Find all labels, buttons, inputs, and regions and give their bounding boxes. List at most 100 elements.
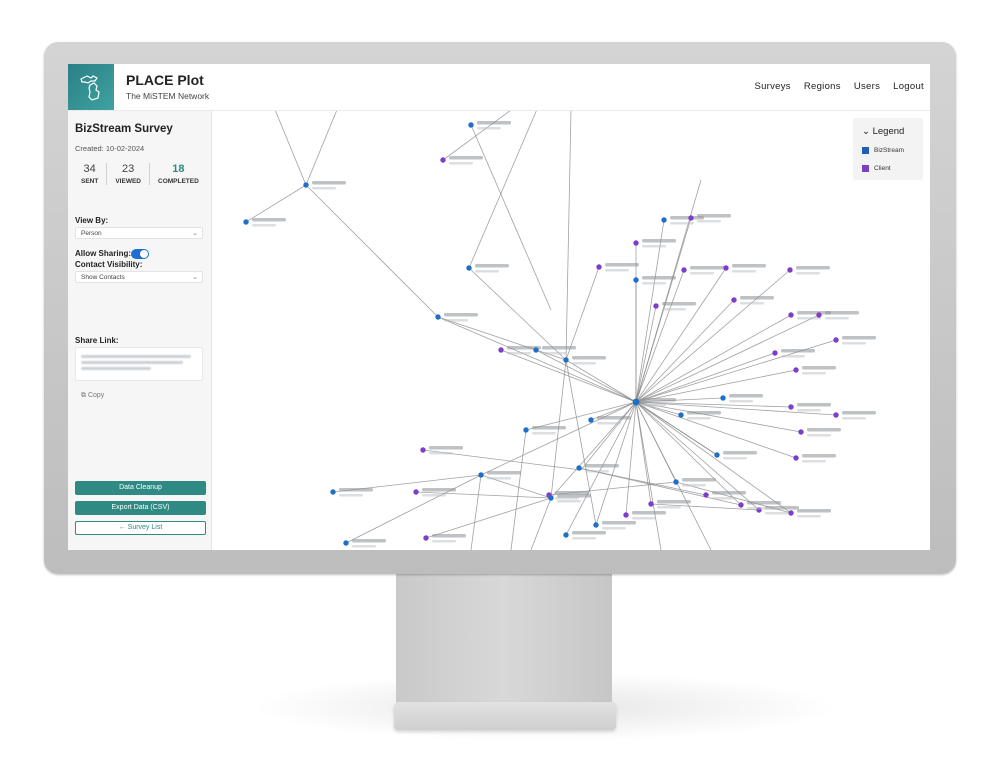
client-node[interactable] (703, 491, 746, 500)
client-node[interactable] (723, 264, 766, 273)
bizstream-node[interactable] (720, 394, 763, 403)
blurred-node-label (781, 349, 815, 353)
bizstream-node[interactable] (435, 313, 478, 322)
nav-regions[interactable]: Regions (803, 81, 841, 92)
client-node[interactable] (731, 296, 774, 305)
survey-list-button[interactable]: ← Survey List (75, 521, 206, 535)
bizstream-node[interactable] (673, 478, 716, 487)
bizstream-node[interactable] (563, 356, 606, 365)
share-link-field[interactable] (75, 347, 203, 381)
client-node[interactable] (787, 266, 830, 275)
node-dot (440, 157, 446, 163)
network-graph[interactable] (211, 110, 930, 550)
bizstream-node[interactable] (633, 276, 676, 285)
bizstream-node[interactable] (593, 521, 636, 530)
bizstream-node[interactable] (343, 539, 386, 548)
node-dot (548, 495, 554, 501)
client-node[interactable] (788, 509, 831, 518)
bizstream-node[interactable] (576, 464, 619, 473)
bizstream-node[interactable] (243, 218, 286, 227)
blurred-node-label (642, 239, 676, 243)
client-node[interactable] (793, 366, 836, 375)
bizstream-node[interactable] (466, 264, 509, 273)
client-node[interactable] (688, 214, 731, 223)
blurred-node-sublabel (449, 162, 473, 165)
client-node[interactable] (423, 534, 466, 543)
node-dot (772, 350, 778, 356)
graph-edge (635, 267, 727, 403)
monitor-stand (396, 574, 612, 714)
blurred-node-label (632, 511, 666, 515)
monitor-base (394, 702, 616, 730)
bizstream-node[interactable] (330, 488, 373, 497)
graph-edge (245, 184, 307, 223)
blurred-node-sublabel (339, 494, 363, 497)
blurred-node-sublabel (796, 272, 820, 275)
bizstream-node[interactable] (678, 411, 721, 420)
blurred-node-label (597, 416, 631, 420)
client-node[interactable] (623, 511, 666, 520)
app-subtitle: The MiSTEM Network (126, 91, 210, 101)
graph-edge (625, 401, 637, 516)
node-dot (478, 472, 484, 478)
client-node[interactable] (648, 500, 691, 509)
blurred-node-label (842, 411, 876, 415)
graph-edge (345, 474, 482, 544)
bizstream-node[interactable] (523, 426, 566, 435)
allow-sharing-toggle[interactable] (131, 249, 149, 259)
client-node[interactable] (833, 411, 876, 420)
bizstream-node[interactable] (533, 346, 576, 355)
bizstream-node[interactable] (588, 416, 631, 425)
contact-visibility-select[interactable]: Show Contacts ⌄ (75, 271, 203, 283)
client-node[interactable] (440, 156, 483, 165)
nav-users[interactable]: Users (853, 81, 881, 92)
graph-edge (470, 124, 552, 311)
client-node[interactable] (772, 349, 815, 358)
bizstream-node[interactable] (468, 121, 511, 130)
bizstream-node[interactable] (632, 398, 676, 407)
client-node[interactable] (793, 454, 836, 463)
nav-surveys[interactable]: Surveys (754, 81, 791, 92)
stat-label: VIEWED (115, 178, 141, 185)
view-by-select[interactable]: Person ⌄ (75, 227, 203, 239)
data-cleanup-button[interactable]: Data Cleanup (75, 481, 206, 495)
client-node[interactable] (413, 488, 456, 497)
client-node[interactable] (653, 302, 696, 311)
client-node[interactable] (546, 491, 589, 500)
michigan-logo[interactable] (68, 64, 114, 110)
blurred-node-sublabel (765, 512, 789, 515)
node-dot (468, 122, 474, 128)
client-node[interactable] (833, 336, 876, 345)
client-node[interactable] (788, 403, 831, 412)
blurred-node-sublabel (542, 352, 566, 355)
legend-title[interactable]: ⌄ Legend (862, 126, 904, 137)
node-dot (593, 522, 599, 528)
nav-logout[interactable]: Logout (893, 81, 924, 92)
client-node[interactable] (798, 428, 841, 437)
node-dot (788, 404, 794, 410)
node-dot (714, 452, 720, 458)
client-node[interactable] (498, 346, 541, 355)
client-node[interactable] (633, 239, 676, 248)
blurred-node-sublabel (555, 497, 579, 500)
client-node[interactable] (816, 311, 859, 320)
client-node[interactable] (596, 263, 639, 272)
app-title: PLACE Plot (126, 72, 204, 88)
copy-button[interactable]: ⧉ Copy (81, 392, 104, 400)
legend-swatch (862, 165, 869, 172)
bizstream-node[interactable] (661, 216, 704, 225)
node-dot (563, 532, 569, 538)
blurred-node-sublabel (781, 355, 805, 358)
blurred-node-label (422, 488, 456, 492)
bizstream-node[interactable] (714, 451, 757, 460)
export-csv-button[interactable]: Export Data (CSV) (75, 501, 206, 515)
client-node[interactable] (738, 501, 781, 510)
bizstream-node[interactable] (478, 471, 521, 480)
client-node[interactable] (788, 311, 831, 320)
client-node[interactable] (420, 446, 463, 455)
bizstream-node[interactable] (563, 531, 606, 540)
graph-edge (635, 369, 797, 403)
bizstream-node[interactable] (548, 494, 591, 503)
bizstream-node[interactable] (303, 181, 346, 190)
client-node[interactable] (681, 266, 724, 275)
